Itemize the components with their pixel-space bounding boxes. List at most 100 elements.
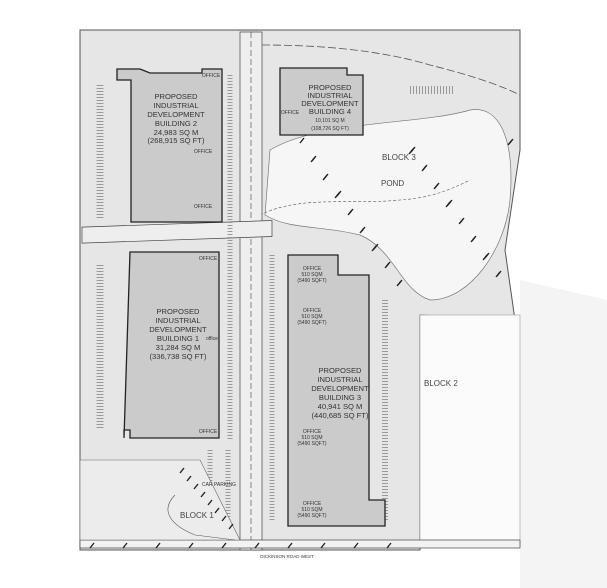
- b3-line: DEVELOPMENT: [311, 384, 369, 393]
- block-1-area: [79, 459, 241, 541]
- block-1-label: BLOCK 1: [180, 511, 214, 520]
- tree-marker: [193, 483, 199, 490]
- tree-marker: [155, 542, 161, 549]
- tree-marker: [408, 148, 414, 155]
- office-title: OFFICE: [303, 308, 322, 314]
- tree-marker: [310, 156, 316, 163]
- tree-marker: [320, 542, 326, 549]
- b1-line: DEVELOPMENT: [149, 325, 207, 334]
- building-4-label: PROPOSED INDUSTRIAL DEVELOPMENT BUILDING…: [281, 83, 359, 132]
- office-area-ft: (5490 SQFT): [297, 441, 327, 447]
- b2-line: 24,983 SQ M: [154, 128, 199, 137]
- office-area: 510 SQM: [301, 435, 322, 441]
- office-area-ft: (5490 SQFT): [297, 513, 327, 519]
- b3-line: BUILDING 3: [319, 393, 361, 402]
- tree-marker: [347, 209, 353, 216]
- pond-label: POND: [381, 179, 404, 188]
- b4-line: INDUSTRIAL: [307, 91, 352, 100]
- tree-marker: [334, 192, 340, 199]
- block-3-label: BLOCK 3: [382, 153, 416, 162]
- tree-marker: [384, 262, 390, 269]
- b4-line: BUILDING 4: [309, 107, 351, 116]
- office-label: OFFICE: [199, 429, 218, 435]
- office-label: office: [206, 336, 218, 342]
- b1-line: (336,738 SQ FT): [150, 352, 207, 361]
- office-area-ft: (5490 SQFT): [297, 278, 327, 284]
- tree-marker: [495, 271, 501, 278]
- tree-marker: [287, 542, 293, 549]
- office-label: OFFICE: [194, 149, 213, 155]
- b4-line: DEVELOPMENT: [301, 99, 359, 108]
- b1-line: INDUSTRIAL: [155, 316, 200, 325]
- b1-line: PROPOSED: [156, 307, 200, 316]
- building-1-label: PROPOSED INDUSTRIAL DEVELOPMENT BUILDING…: [149, 256, 218, 435]
- building-3: [287, 254, 386, 527]
- office-title: OFFICE: [303, 429, 322, 435]
- office-area: 510 SQM: [301, 272, 322, 278]
- south-road: [79, 539, 521, 549]
- tree-marker: [371, 245, 377, 252]
- tree-marker: [470, 236, 476, 243]
- office-area: 510 SQM: [301, 314, 322, 320]
- building-1: [123, 251, 220, 439]
- tree-marker: [396, 280, 402, 287]
- road-name: DICKINSON ROAD WEST: [260, 554, 314, 559]
- tree-marker: [482, 254, 488, 261]
- tree-marker: [228, 523, 234, 530]
- watermark-shape: [520, 280, 607, 588]
- b2-line: PROPOSED: [154, 92, 198, 101]
- parking-stalls: [96, 75, 455, 520]
- b3-line: INDUSTRIAL: [317, 375, 362, 384]
- north-road-curve: [261, 44, 521, 96]
- tree-marker: [186, 475, 192, 482]
- b2-line: DEVELOPMENT: [147, 110, 205, 119]
- tree-marker: [179, 467, 185, 474]
- car-parking-label: CAR PARKING: [202, 482, 236, 488]
- tree-marker: [221, 542, 227, 549]
- tree-marker: [200, 491, 206, 498]
- tree-marker: [207, 499, 213, 506]
- tree-marker: [445, 201, 451, 208]
- pond-edge: [259, 179, 471, 216]
- tree-marker: [386, 542, 392, 549]
- tree-marker: [507, 139, 513, 146]
- building-2-label: PROPOSED INDUSTRIAL DEVELOPMENT BUILDING…: [147, 73, 221, 210]
- east-west-road: [81, 220, 273, 244]
- b1-line: BUILDING 1: [157, 334, 199, 343]
- office-label: OFFICE: [202, 73, 221, 79]
- b2-line: BUILDING 2: [155, 119, 197, 128]
- office-label: OFFICE: [281, 110, 300, 116]
- b1-line: 31,284 SQ M: [156, 343, 201, 352]
- office-title: OFFICE: [303, 501, 322, 507]
- office-area: 510 SQM: [301, 507, 322, 513]
- b3-line: PROPOSED: [318, 366, 362, 375]
- office-area-ft: (5490 SQFT): [297, 320, 327, 326]
- b4-line: (108,726 SQ FT): [311, 126, 349, 132]
- building-2: [116, 68, 223, 223]
- b2-line: (268,915 SQ FT): [148, 136, 205, 145]
- tree-marker: [89, 542, 95, 549]
- office-label: OFFICE: [199, 256, 218, 262]
- office-label: OFFICE: [194, 204, 213, 210]
- b3-line: (440,685 SQ FT): [312, 411, 369, 420]
- office-title: OFFICE: [303, 266, 322, 272]
- block-2-label: BLOCK 2: [424, 379, 458, 388]
- tree-marker: [254, 542, 260, 549]
- tree-marker: [353, 542, 359, 549]
- tree-marker: [122, 542, 128, 549]
- b3-line: 40,941 SQ M: [318, 402, 363, 411]
- b2-line: INDUSTRIAL: [153, 101, 198, 110]
- pond-area: [264, 109, 512, 301]
- b4-line: PROPOSED: [308, 83, 352, 92]
- b4-line: 10,101 SQ M: [315, 118, 344, 124]
- building-4: [279, 67, 364, 136]
- building-3-label: PROPOSED INDUSTRIAL DEVELOPMENT BUILDING…: [297, 266, 369, 519]
- tree-marker: [188, 542, 194, 549]
- tree-marker: [299, 137, 305, 144]
- tree-marker: [458, 218, 464, 225]
- block-2-lot: [419, 314, 521, 546]
- tree-marker: [221, 515, 227, 522]
- tree-marker: [421, 165, 427, 172]
- tree-marker: [322, 174, 328, 181]
